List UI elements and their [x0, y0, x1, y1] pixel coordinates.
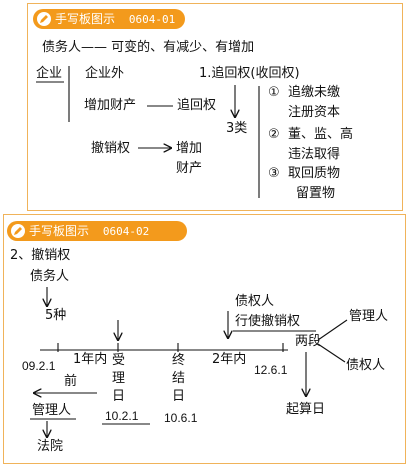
before-label: 前 — [64, 374, 78, 389]
item-1-marker: ① — [268, 85, 280, 100]
accept-day-2: 理 — [112, 371, 126, 386]
panel-2-tab-title: 手写板图示 — [29, 224, 90, 238]
panel-1-tab-title: 手写板图示 — [55, 12, 116, 26]
increase-property-b: 财产 — [176, 161, 203, 176]
branch-to-administrator — [317, 319, 348, 341]
subrogation-label: 追回权 — [177, 98, 217, 113]
accept-day-3: 日 — [112, 389, 126, 404]
debtor-label: 债务人 — [30, 269, 70, 284]
item-3-line1: 取回质物 — [288, 166, 341, 181]
administrator-left-label: 管理人 — [32, 403, 72, 418]
item-2-line1: 董、监、高 — [288, 127, 354, 142]
date-accept: 10.2.1 — [105, 409, 139, 423]
branch-to-creditor — [317, 343, 346, 363]
accept-day-1: 受 — [112, 353, 126, 368]
debtor-variable-line: 债务人—— 可变的、有减少、有增加 — [42, 40, 255, 55]
pen-icon — [11, 224, 25, 238]
panel-1-tab: 手写板图示 0604-01 — [33, 9, 185, 29]
five-kinds-label: 5种 — [45, 308, 67, 323]
start-calc-day-label: 起算日 — [286, 402, 326, 417]
creditor-right-label: 债权人 — [346, 358, 386, 373]
revocation-heading: 2、撤销权 — [10, 248, 71, 263]
outside-enterprise-label: 企业外 — [85, 66, 125, 81]
item-2-line2: 违法取得 — [288, 147, 341, 162]
item-2-marker: ② — [268, 127, 280, 142]
date-limit: 12.6.1 — [254, 363, 288, 377]
item-1-line1: 追缴未缴 — [288, 85, 341, 100]
panel-2-tab: 手写板图示 0604-02 — [7, 221, 187, 241]
within-two-years: 2年内 — [212, 352, 247, 367]
diagram-panel-2 — [3, 214, 406, 464]
pen-icon — [37, 12, 51, 26]
panel-2-tab-code: 0604-02 — [102, 225, 150, 238]
end-day-1: 终 — [172, 353, 186, 368]
item-1-line2: 注册资本 — [288, 105, 341, 120]
item-3-line2: 留置物 — [296, 186, 336, 201]
end-day-2: 结 — [172, 371, 186, 386]
court-label: 法院 — [37, 439, 64, 454]
creditor-label: 债权人 — [235, 294, 275, 309]
recovery-right-title: 1.追回权(收回权) — [199, 66, 300, 81]
diagram-panel-1 — [27, 3, 403, 211]
end-day-3: 日 — [172, 389, 186, 404]
exercise-revocation-label: 行使撤销权 — [235, 314, 301, 329]
date-start: 09.2.1 — [22, 359, 56, 373]
increase-property-label: 增加财产 — [84, 98, 137, 113]
item-3-marker: ③ — [268, 166, 280, 181]
panel-1-tab-code: 0604-01 — [128, 13, 176, 26]
increase-property-a: 增加 — [176, 141, 203, 156]
enterprise-label: 企业 — [36, 66, 63, 81]
date-end: 10.6.1 — [164, 411, 198, 425]
administrator-right-label: 管理人 — [349, 309, 389, 324]
three-types-label: 3类 — [226, 121, 248, 136]
two-stages-label: 两段 — [295, 334, 322, 349]
revocation-label: 撤销权 — [91, 141, 131, 156]
within-one-year: 1年内 — [73, 352, 108, 367]
